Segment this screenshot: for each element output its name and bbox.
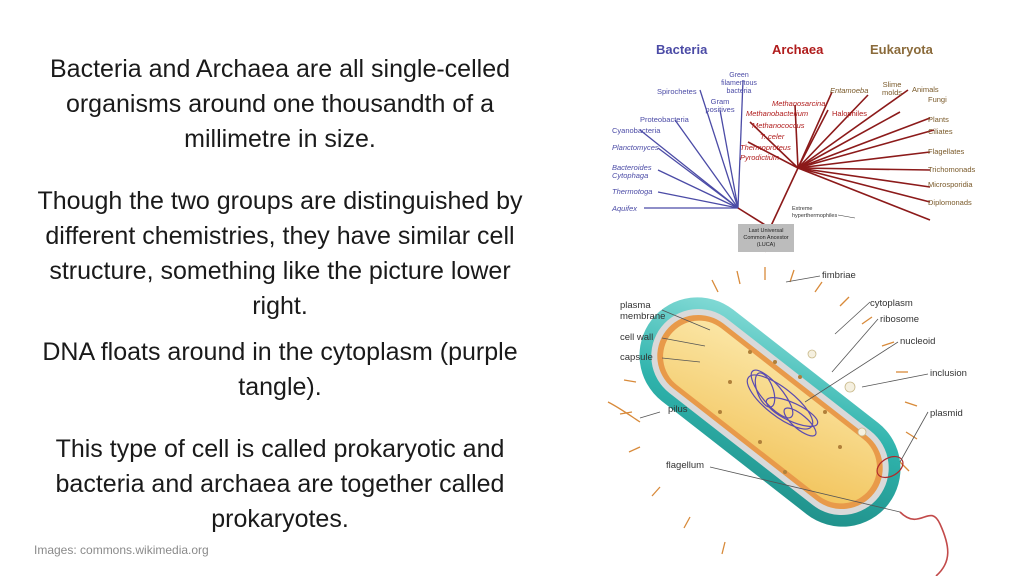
- fimbriae-strands: [619, 267, 918, 555]
- label-aquifex: Aquifex: [611, 204, 637, 213]
- label-capsule: capsule: [620, 352, 653, 363]
- domain-eukaryota: Eukaryota: [870, 42, 934, 57]
- domain-bacteria: Bacteria: [656, 42, 708, 57]
- label-plants: Plants: [928, 115, 949, 124]
- label-nucleoid: nucleoid: [900, 336, 935, 347]
- label-halophiles: Halophiles: [832, 109, 867, 118]
- label-t-celer: T. celer: [760, 132, 785, 141]
- label-pyrodictium: Pyrodictium: [740, 153, 779, 162]
- paragraph-intro: Bacteria and Archaea are all single-cell…: [50, 55, 510, 153]
- bacteria-branches: [639, 79, 744, 209]
- label-cytoplasm: cytoplasm: [870, 298, 913, 309]
- label-planctomyces: Planctomyces: [612, 143, 659, 152]
- label-flagellates: Flagellates: [928, 147, 965, 156]
- label-microsporidia: Microsporidia: [928, 180, 973, 189]
- label-diplomonads: Diplomonads: [928, 198, 972, 207]
- label-animals: Animals: [912, 85, 939, 94]
- paragraph-dna: DNA floats around in the cytoplasm (purp…: [42, 338, 518, 401]
- nucleoid-tangle: [746, 369, 819, 437]
- paragraph-prokaryotic: This type of cell is called prokaryotic …: [55, 435, 505, 533]
- label-methanococcus: Methanococcus: [752, 121, 805, 130]
- archaea-labels: Methanosarcina Methanobacterium Halophil…: [740, 99, 867, 162]
- label-fimbriae: fimbriae: [822, 270, 856, 281]
- ribosome-dots: [718, 350, 842, 474]
- inclusion-granules: [807, 349, 867, 437]
- pilus-strand: [607, 401, 641, 423]
- label-methanosarcina: Methanosarcina: [772, 99, 825, 108]
- label-flagellum: flagellum: [666, 460, 704, 471]
- label-thermoproteus: Thermoproteus: [740, 143, 791, 152]
- label-plasmid: plasmid: [930, 408, 963, 419]
- label-ribosome: ribosome: [880, 314, 919, 325]
- label-spirochetes: Spirochetes: [657, 87, 697, 96]
- label-entamoeba: Entamoeba: [830, 86, 868, 95]
- paragraph-structure: Though the two groups are distinguished …: [37, 187, 523, 320]
- label-methanobacterium: Methanobacterium: [746, 109, 808, 118]
- label-cyanobacteria: Cyanobacteria: [612, 126, 661, 135]
- label-pilus: pilus: [668, 404, 688, 415]
- domain-archaea: Archaea: [772, 42, 824, 57]
- flagellum-strand: [899, 511, 949, 576]
- label-proteobacteria: Proteobacteria: [640, 115, 690, 124]
- label-thermotoga: Thermotoga: [612, 187, 652, 196]
- label-trichomonads: Trichomonads: [928, 165, 975, 174]
- label-ciliates: Ciliates: [928, 127, 953, 136]
- plasmid-ring: [876, 455, 904, 479]
- label-fungi: Fungi: [928, 95, 947, 104]
- label-inclusion: inclusion: [930, 368, 967, 379]
- image-credit: Images: commons.wikimedia.org: [34, 543, 209, 557]
- label-cell-wall: cell wall: [620, 332, 653, 343]
